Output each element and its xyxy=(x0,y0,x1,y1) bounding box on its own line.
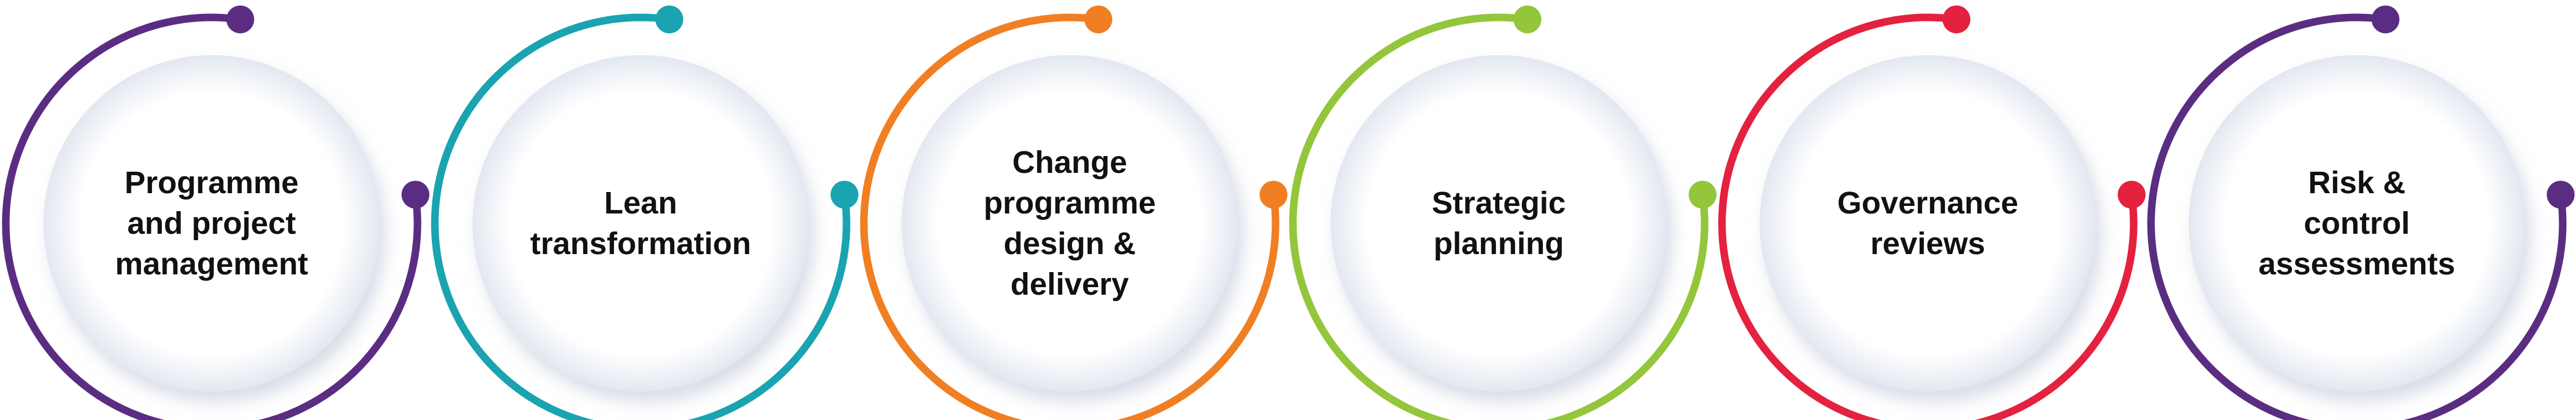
step-dot-start-3 xyxy=(1084,5,1113,34)
step-label-1: Programme and project management xyxy=(115,165,308,282)
step-dot-end-6 xyxy=(2546,180,2575,209)
step-dot-end-1 xyxy=(401,180,430,209)
step-label-2: Lean transformation xyxy=(530,185,751,261)
step-arc-2 xyxy=(431,13,851,420)
step-dot-end-5 xyxy=(2117,180,2146,209)
step-dot-start-4 xyxy=(1513,5,1542,34)
step-arc-3 xyxy=(860,13,1280,420)
step-dot-end-2 xyxy=(830,180,859,209)
step-disc-5 xyxy=(1760,55,2096,392)
step-arc-5 xyxy=(1718,13,2138,420)
step-label-6: Risk & control assessments xyxy=(2258,165,2455,282)
step-label-5: Governance reviews xyxy=(1837,185,2019,261)
step-disc-4 xyxy=(1331,55,1667,392)
step-dot-start-1 xyxy=(226,5,255,34)
step-label-4: Strategic planning xyxy=(1431,185,1566,261)
step-disc-1 xyxy=(43,55,380,392)
step-dot-start-2 xyxy=(655,5,684,34)
step-dot-end-4 xyxy=(1688,180,1717,209)
step-arc-4 xyxy=(1289,13,1709,420)
step-label-3: Change programme design & delivery xyxy=(983,144,1156,302)
step-disc-6 xyxy=(2189,55,2525,392)
step-arc-1 xyxy=(2,13,422,420)
step-disc-2 xyxy=(473,55,809,392)
step-arc-6 xyxy=(2147,13,2567,420)
step-dot-start-6 xyxy=(2371,5,2400,34)
step-dot-end-3 xyxy=(1259,180,1288,209)
step-dot-start-5 xyxy=(1942,5,1971,34)
step-disc-3 xyxy=(902,55,1238,392)
